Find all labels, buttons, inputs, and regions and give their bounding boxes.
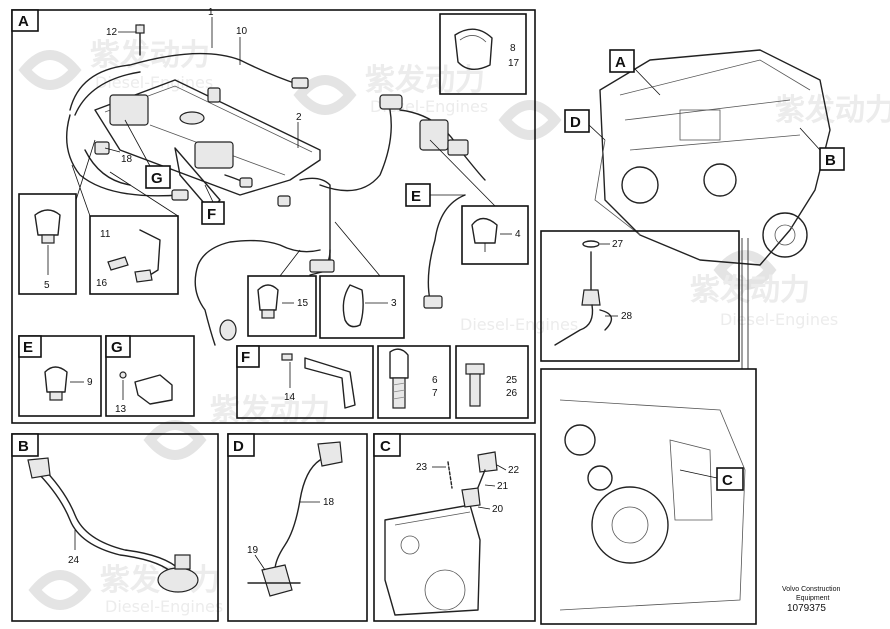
detail-11-16: 11 16: [71, 164, 179, 295]
label-15: 15: [297, 298, 309, 309]
label-2: 2: [296, 112, 302, 123]
callout-f: F: [207, 206, 216, 223]
label-26: 26: [506, 388, 518, 399]
label-28: 28: [621, 311, 633, 322]
watermark-cn-1: 紫发动力: [90, 38, 210, 73]
label-6: 6: [432, 375, 438, 386]
watermark-cn-3: 紫发动力: [775, 93, 890, 128]
panel-d: D 18 19: [227, 433, 368, 622]
panel-d-label: D: [233, 438, 244, 455]
label-3: 3: [391, 298, 397, 309]
detail-8-17: 8 17: [439, 13, 527, 95]
panel-b-label: B: [18, 438, 29, 455]
label-13: 13: [115, 404, 127, 415]
label-24: 24: [68, 555, 80, 566]
label-23: 23: [416, 462, 428, 473]
detail-g-13: G 13: [105, 335, 195, 417]
detail-4: 4: [429, 139, 529, 265]
engine-overview: A D B: [564, 49, 845, 369]
overview-callout-d: D: [570, 114, 581, 131]
overview-callout-b: B: [825, 152, 836, 169]
panel-b: B 24: [11, 433, 219, 622]
panel-a: A: [11, 7, 536, 424]
label-21: 21: [497, 481, 509, 492]
label-8: 8: [510, 43, 516, 54]
label-17: 17: [508, 58, 520, 69]
label-22: 22: [508, 465, 520, 476]
detail-f-label: F: [241, 349, 250, 366]
label-12: 12: [106, 27, 118, 38]
panel-c-label: C: [380, 438, 391, 455]
watermark-logo-icon: [18, 50, 777, 610]
label-14: 14: [284, 392, 296, 403]
label-19: 19: [247, 545, 259, 556]
detail-e-9: E 9: [18, 335, 102, 417]
watermark-en-1: Diesel-Engines: [95, 73, 213, 92]
watermark-cn-2: 紫发动力: [365, 63, 485, 98]
label-18: 18: [121, 154, 133, 165]
footer-company-2: Equipment: [796, 595, 830, 602]
front-callout-c: C: [722, 472, 733, 489]
watermark-en-5: Diesel-Engines: [105, 597, 223, 616]
detail-g-label: G: [111, 339, 123, 356]
label-11: 11: [100, 229, 111, 240]
label-25: 25: [506, 375, 518, 386]
label-1: 1: [208, 7, 214, 18]
detail-15: 15: [247, 249, 317, 337]
panel-a-label: A: [18, 13, 29, 30]
label-9: 9: [87, 377, 93, 388]
detail-e-label: E: [23, 339, 33, 356]
watermark-cn-4: 紫发动力: [690, 273, 810, 308]
detail-6-7: 6 7: [377, 345, 451, 419]
footer-company: Volvo Construction: [782, 586, 840, 593]
callout-g: G: [151, 170, 163, 187]
overview-callout-a: A: [615, 54, 626, 71]
wiring-harness: [65, 52, 486, 346]
detail-3: 3: [319, 221, 405, 339]
footer-drawing-id: 1079375: [787, 603, 826, 614]
detail-f-14: F 14: [236, 345, 374, 419]
label-4: 4: [515, 229, 521, 240]
detail-27-28: 27 28: [540, 230, 740, 362]
connectors: [94, 24, 234, 211]
label-18b: 18: [323, 497, 335, 508]
callout-e: E: [411, 188, 421, 205]
label-10: 10: [236, 26, 248, 37]
label-5: 5: [44, 280, 50, 291]
label-7: 7: [432, 388, 438, 399]
footer: Volvo Construction Equipment 1079375: [782, 586, 840, 614]
label-27: 27: [612, 239, 624, 250]
label-16: 16: [96, 278, 108, 289]
watermark-en-6: Diesel-Engines: [460, 315, 578, 334]
panel-c: C 23 22 21 20: [373, 433, 536, 622]
detail-5: 5: [18, 139, 96, 295]
watermark: 紫发动力 Diesel-Engines 紫发动力 Diesel-Engines …: [18, 38, 890, 616]
watermark-en-4: Diesel-Engines: [720, 310, 838, 329]
watermark-cn-6: 紫发动力: [210, 393, 330, 428]
label-20: 20: [492, 504, 504, 515]
panel-a-leaders: [104, 17, 299, 153]
detail-front-cover: C: [540, 368, 757, 625]
detail-25-26: 25 26: [455, 345, 529, 419]
